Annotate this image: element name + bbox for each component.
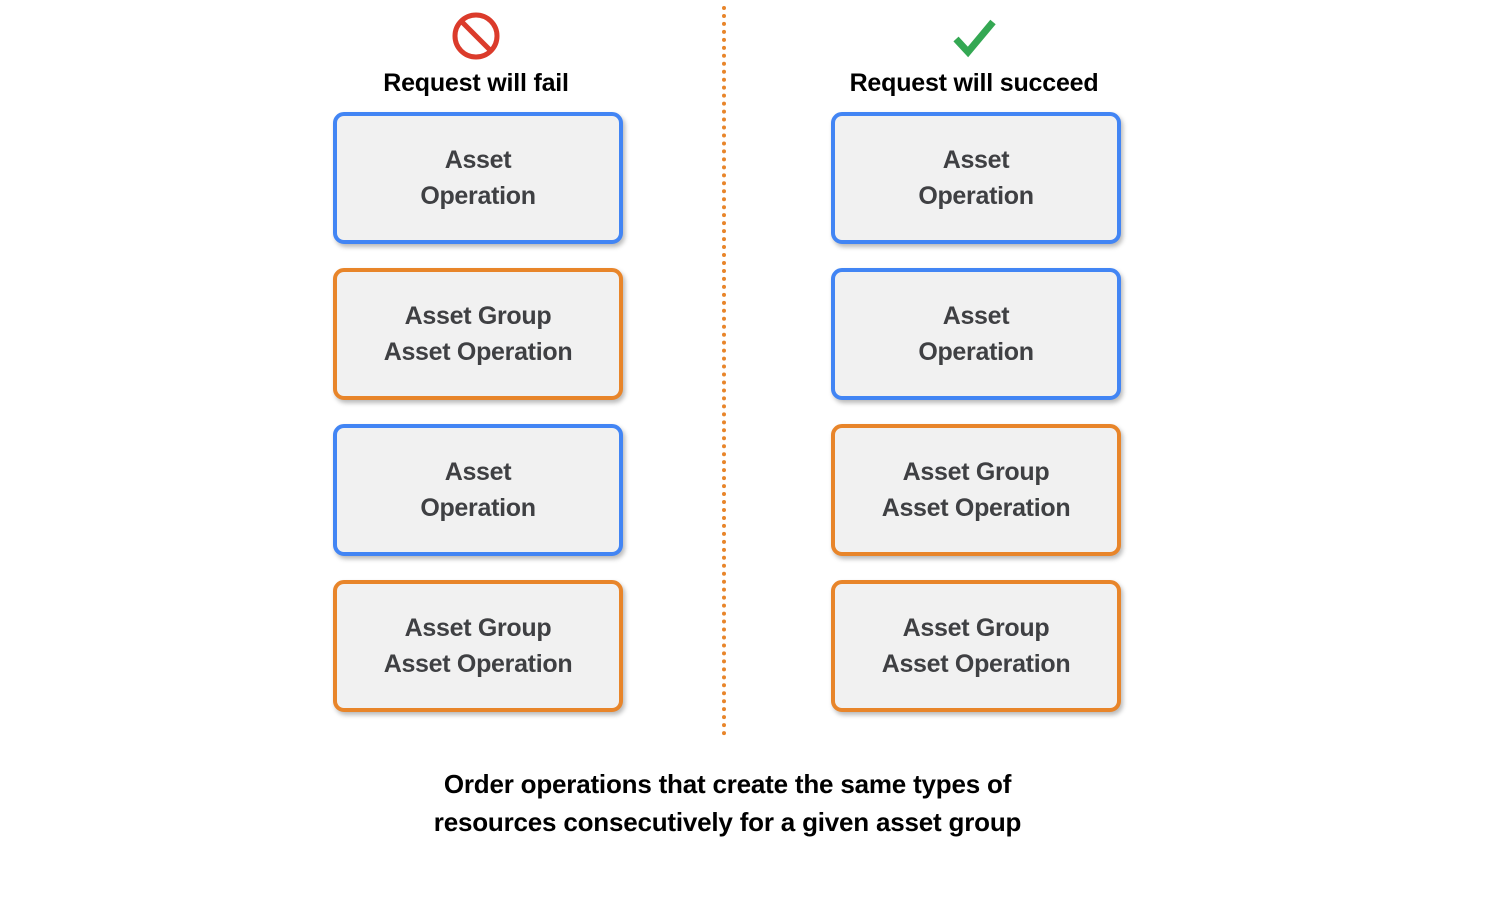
operation-box-label: Asset Operation [918,302,1034,366]
operation-box-label: Asset Operation [420,146,536,210]
operation-box[interactable]: Asset Group Asset Operation [831,424,1121,556]
operation-box[interactable]: Asset Operation [831,112,1121,244]
operation-box[interactable]: Asset Operation [333,424,623,556]
operation-box-label: Asset Group Asset Operation [383,614,573,678]
vertical-dotted-divider [722,6,726,736]
operation-box[interactable]: Asset Group Asset Operation [831,580,1121,712]
operation-box-label: Asset Group Asset Operation [881,458,1071,522]
prohibition-icon [452,12,500,60]
box-stack-succeed: Asset Operation Asset Operation Asset Gr… [831,112,1121,712]
checkmark-icon [953,19,996,58]
column-title-succeed: Request will succeed [849,69,1099,97]
box-stack-fail: Asset Operation Asset Group Asset Operat… [333,112,623,712]
operation-box[interactable]: Asset Operation [831,268,1121,400]
operation-box-label: Asset Operation [420,458,536,522]
operation-box-label: Asset Operation [918,146,1034,210]
operation-box[interactable]: Asset Group Asset Operation [333,580,623,712]
operation-box[interactable]: Asset Group Asset Operation [333,268,623,400]
column-header-fail: Request will fail [326,8,626,98]
diagram-caption: Order operations that create the same ty… [433,769,1022,837]
operation-box-label: Asset Group Asset Operation [383,302,573,366]
column-title-fail: Request will fail [383,69,569,97]
operation-box-label: Asset Group Asset Operation [881,614,1071,678]
operation-box[interactable]: Asset Operation [333,112,623,244]
column-header-succeed: Request will succeed [824,8,1124,98]
